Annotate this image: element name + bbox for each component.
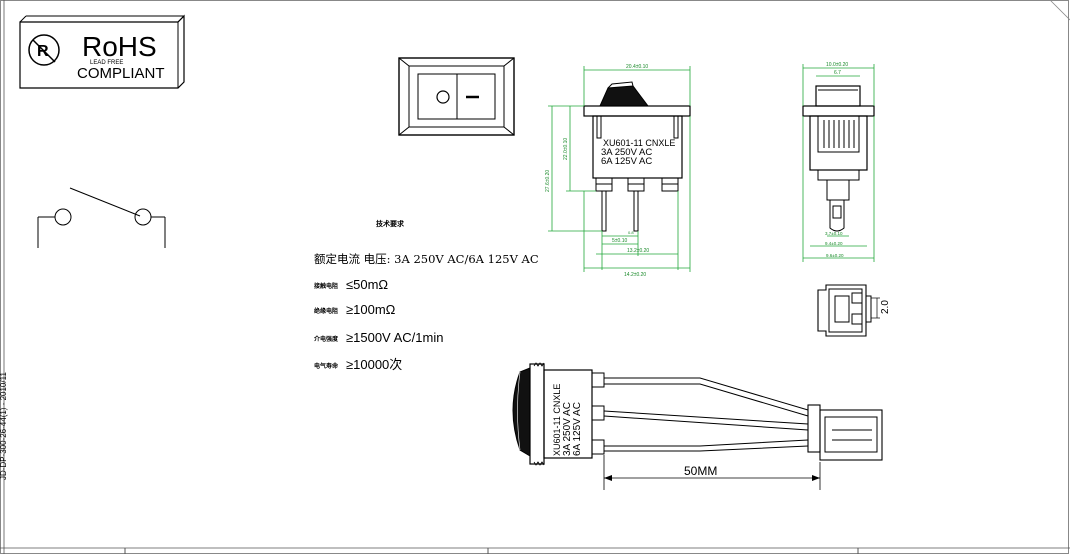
spec-label-3: 电气寿命 — [314, 362, 339, 370]
dim-side-top: 10.0±0.20 — [826, 62, 848, 68]
spec-label-2: 介电强度 — [313, 335, 339, 343]
rated-current-text: 额定电流 电压: 3A 250V AC/6A 125V AC — [314, 252, 539, 266]
rohs-subtitle: COMPLIANT — [77, 65, 165, 82]
dim-front-height-total: 27.6±0.20 — [545, 170, 551, 192]
dim-side-base: 9.6±0.20 — [826, 253, 844, 258]
switch-front-view: XU601-11 CNXLE 3A 250V AC 6A 125V AC 20.… — [545, 64, 691, 278]
switch-side-view: 10.0±0.20 6.7 3.7±0.10 9.4±0.20 9.6±0.20 — [802, 62, 875, 262]
front-rating2-text: 6A 125V AC — [601, 156, 652, 167]
assembly-model-text: XU601-11 CNXLE — [552, 384, 562, 456]
off-symbol-icon — [436, 90, 450, 104]
assembly-rating2-text: 6A 125V AC — [572, 402, 583, 456]
switch-top-view — [398, 57, 515, 136]
dim-pin-pitch: 5±0.10 — [612, 238, 627, 244]
dim-base-width: 14.2±0.20 — [624, 272, 646, 278]
spec-value-0: ≤50mΩ — [346, 277, 388, 292]
dim-side-bottom-a: 3.7±0.10 — [825, 231, 843, 236]
wired-switch-assembly: XU601-11 CNXLE 3A 250V AC 6A 125V AC 50M… — [512, 362, 883, 490]
dim-front-body-height: 22.0±0.10 — [563, 138, 569, 160]
wire-length-text: 50MM — [684, 464, 717, 478]
rohs-title: RoHS — [82, 31, 157, 62]
tech-heading: 技术要求 — [376, 219, 405, 228]
front-model-text: XU601-11 CNXLE — [603, 138, 675, 148]
dim-connector-pitch: 2.0 — [880, 300, 891, 314]
connector-detail: 2.0 — [817, 284, 891, 337]
spec-label-1: 绝缘电阻 — [314, 307, 338, 315]
dim-pin-span: 13.2±0.20 — [627, 248, 649, 254]
dim-terminal: 0.8 — [628, 230, 634, 235]
dim-side-bottom-b: 9.4±0.20 — [825, 241, 843, 246]
margin-text: JD-DP-300-26-44(1) - 2010/11 — [0, 372, 8, 480]
spec-value-1: ≥100mΩ — [346, 302, 396, 317]
corner-tick — [1049, 0, 1070, 21]
spec-value-2: ≥1500V AC/1min — [346, 330, 443, 345]
assembly-rating1-text: 3A 250V AC — [562, 402, 573, 456]
switch-schematic — [37, 187, 166, 248]
spec-value-3: ≥10000次 — [346, 357, 402, 372]
tech-requirements: 技术要求 额定电流 电压: 3A 250V AC/6A 125V AC 接触电阻… — [313, 219, 539, 372]
rohs-logo-icon — [28, 34, 60, 66]
rohs-small-text: LEAD FREE — [90, 60, 123, 66]
dim-front-width: 20.4±0.10 — [626, 64, 648, 70]
spec-label-0: 接触电阻 — [313, 282, 338, 290]
front-rating1-text: 3A 250V AC — [601, 147, 652, 158]
rohs-badge: R RoHS LEAD FREE COMPLIANT — [19, 14, 185, 89]
dim-side-inner: 6.7 — [834, 70, 841, 76]
